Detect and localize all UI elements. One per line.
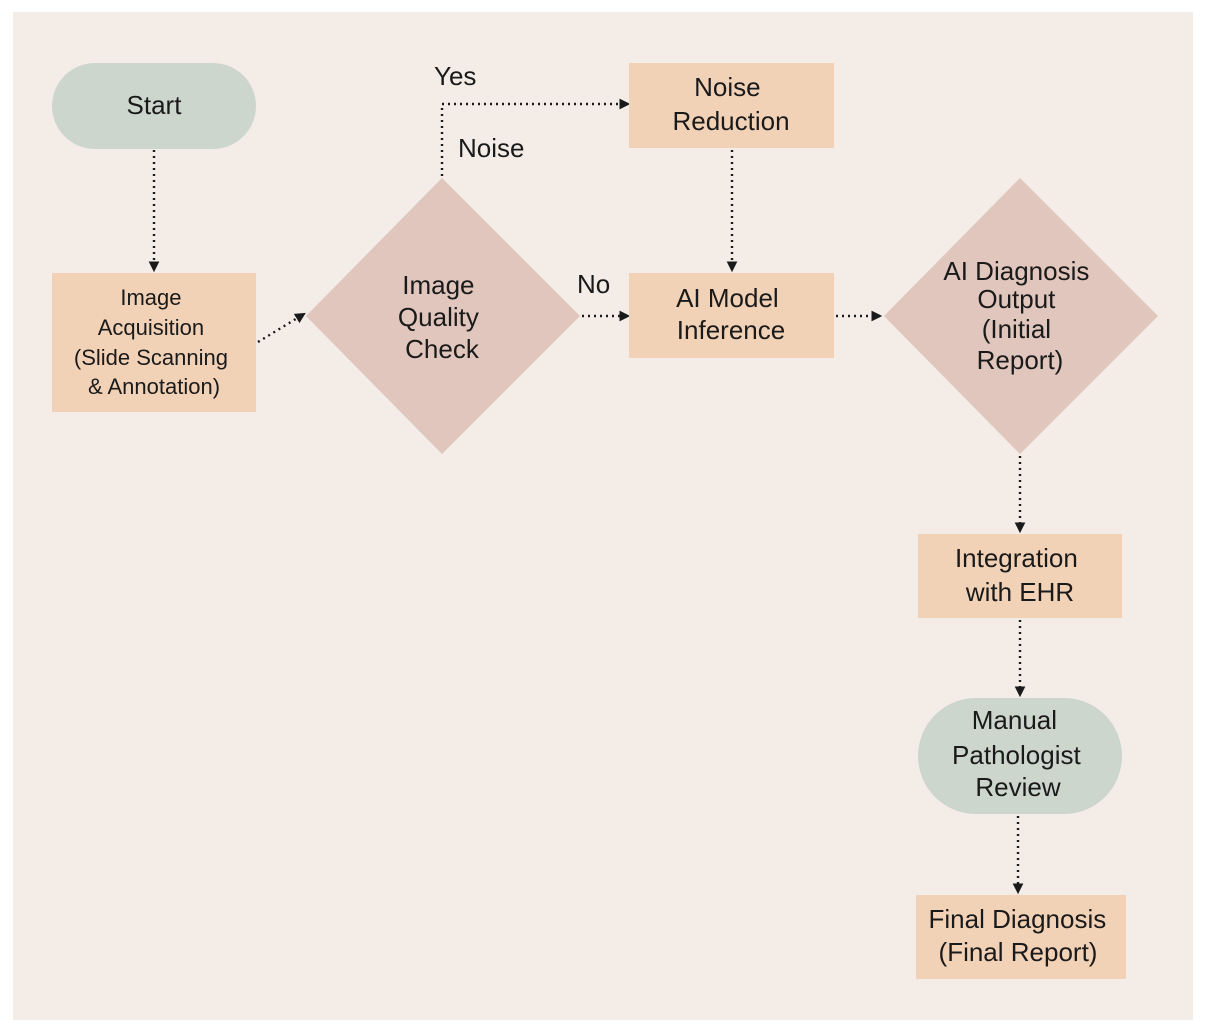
node-final-diagnosis[interactable]: Final Diagnosis (Final Report) [916, 895, 1126, 979]
manual-review-line-2: Pathologist [952, 740, 1081, 770]
noise-reduction-line-1: Noise [694, 72, 760, 102]
diagnosis-output-line-3: (Initial [982, 314, 1051, 344]
manual-review-line-1: Manual [972, 705, 1057, 735]
integration-line-2: with EHR [965, 577, 1074, 607]
edge-label-noise: Noise [458, 133, 524, 163]
decision-shape [306, 178, 580, 454]
quality-check-line-2: Quality [398, 302, 479, 332]
diagnosis-output-line-2: Output [977, 284, 1056, 314]
edges [148, 98, 1026, 895]
node-integration-ehr[interactable]: Integration with EHR [918, 534, 1122, 618]
process-shape [918, 534, 1122, 618]
svg-text:Manual Pathologist: Manual Pathologist Review [952, 705, 1088, 802]
noise-reduction-line-2: Reduction [672, 106, 789, 136]
image-acquisition-line-3: (Slide Scanning [74, 345, 228, 370]
svg-text:AI Diagnosis Output: AI Diagnosis Output (Initial Report) [943, 256, 1096, 375]
terminal-shape [52, 63, 256, 149]
node-image-quality-check[interactable]: Image Quality Check [306, 178, 580, 454]
svg-text:Image Acquisition: Image Acquisition (Slide Scanning & Anno… [74, 285, 234, 399]
node-start[interactable]: Start [52, 63, 256, 149]
final-diagnosis-line-2: (Final Report) [939, 937, 1098, 967]
terminal-shape [918, 698, 1122, 814]
svg-text:Image Quality Chec: Image Quality Check [398, 270, 486, 364]
edge-label-yes: Yes [434, 61, 476, 91]
integration-line-1: Integration [955, 543, 1078, 573]
quality-check-line-1: Image [402, 270, 474, 300]
edge-acquisition-to-quality-check [257, 312, 306, 344]
process-shape [916, 895, 1126, 979]
inference-line-2: Inference [677, 315, 785, 345]
diagnosis-output-line-1: AI Diagnosis [943, 256, 1089, 286]
diagram-background [13, 12, 1193, 1020]
final-diagnosis-line-1: Final Diagnosis [929, 904, 1107, 934]
image-acquisition-line-2: Acquisition [98, 315, 204, 340]
process-shape [629, 273, 834, 358]
image-acquisition-line-4: & Annotation) [88, 374, 220, 399]
inference-line-1: AI Model [676, 283, 779, 313]
diagnosis-output-line-4: Report) [977, 345, 1064, 375]
decision-shape [884, 178, 1158, 454]
node-image-acquisition[interactable]: Image Acquisition (Slide Scanning & Anno… [52, 273, 256, 412]
svg-text:Integration with EHR: Integration with EHR [955, 543, 1085, 607]
node-noise-reduction[interactable]: Noise Reduction [629, 63, 834, 148]
svg-text:Noise Reduction: Noise Reduction [672, 72, 789, 136]
node-ai-model-inference[interactable]: AI Model Inference [629, 273, 834, 358]
process-shape [52, 273, 256, 412]
start-label: Start [127, 90, 183, 120]
svg-text:Final Diagnosis (Final R: Final Diagnosis (Final Report) [929, 904, 1114, 967]
edge-labels: Yes Noise No [434, 61, 610, 299]
node-ai-diagnosis-output[interactable]: AI Diagnosis Output (Initial Report) [884, 178, 1158, 454]
node-manual-pathologist-review[interactable]: Manual Pathologist Review [918, 698, 1122, 814]
image-acquisition-line-1: Image [120, 285, 181, 310]
edge-quality-check-to-noise-reduction [440, 98, 631, 176]
process-shape [629, 63, 834, 148]
quality-check-line-3: Check [405, 334, 480, 364]
svg-text:Start: Start [127, 90, 183, 120]
edge-label-no: No [577, 269, 610, 299]
manual-review-line-3: Review [975, 772, 1060, 802]
svg-text:AI Model Inference: AI Model Inference [676, 283, 786, 345]
